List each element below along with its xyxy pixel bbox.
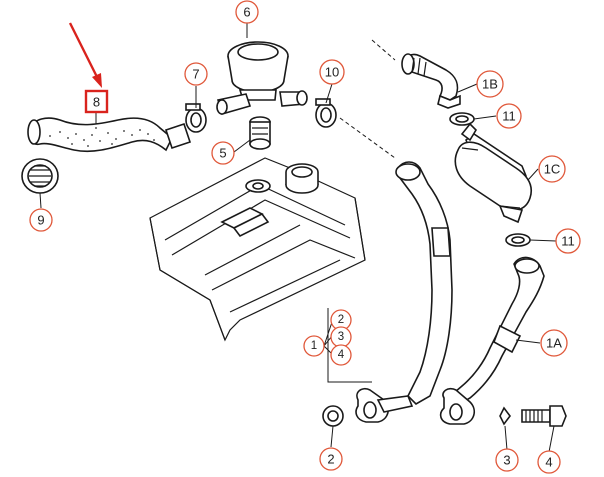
svg-text:4: 4 xyxy=(338,349,345,361)
hose-clamp-part-7 xyxy=(185,103,207,133)
seal-ring-part-2 xyxy=(322,405,344,427)
callout-11-lower: 11 xyxy=(555,228,581,254)
svg-text:3: 3 xyxy=(503,453,510,468)
svg-text:4: 4 xyxy=(545,455,552,470)
svg-text:9: 9 xyxy=(37,213,44,228)
svg-text:1B: 1B xyxy=(482,77,498,92)
callout-3: 3 xyxy=(495,448,519,472)
callout-1B: 1B xyxy=(476,70,504,98)
callout-group-4: 4 xyxy=(330,344,352,366)
breather-hose-part-8 xyxy=(27,117,192,153)
svg-text:11: 11 xyxy=(561,234,575,249)
pcv-valve-part-6 xyxy=(216,41,308,115)
svg-text:5: 5 xyxy=(219,146,226,161)
callout-1: 1 xyxy=(303,335,325,357)
callout-9: 9 xyxy=(29,208,53,232)
callout-group-3: 3 xyxy=(330,326,352,348)
leader-lines xyxy=(39,23,557,453)
callout-1C: 1C xyxy=(538,155,566,183)
highlighted-callout-8: 8 xyxy=(84,89,109,114)
svg-text:2: 2 xyxy=(338,314,344,326)
callout-11-upper: 11 xyxy=(496,103,522,129)
vent-pipe xyxy=(355,161,453,423)
hose-part-1B xyxy=(401,53,461,109)
callout-6: 6 xyxy=(235,0,259,24)
callout-2: 2 xyxy=(319,447,343,471)
check-valve-part-1C xyxy=(454,122,532,224)
svg-text:1C: 1C xyxy=(544,162,561,177)
svg-text:10: 10 xyxy=(325,65,339,80)
bolt-part-4 xyxy=(521,405,567,427)
svg-text:1: 1 xyxy=(311,340,317,352)
callout-7: 7 xyxy=(184,62,208,86)
hose-part-1A xyxy=(439,256,545,425)
washer-part-3 xyxy=(499,406,511,426)
clamp-part-11-upper xyxy=(449,112,475,126)
svg-text:8: 8 xyxy=(93,95,100,110)
callout-4: 4 xyxy=(537,450,561,474)
grommet-part-5 xyxy=(245,116,271,193)
svg-text:6: 6 xyxy=(243,5,250,20)
hose-clamp-part-10 xyxy=(315,98,337,128)
red-pointer-arrow xyxy=(68,22,102,88)
svg-text:7: 7 xyxy=(192,67,199,82)
svg-text:11: 11 xyxy=(502,109,516,124)
clamp-part-11-lower xyxy=(505,233,531,247)
grommet-part-9 xyxy=(21,158,59,194)
svg-text:1A: 1A xyxy=(546,336,562,351)
svg-text:3: 3 xyxy=(338,331,344,343)
svg-text:2: 2 xyxy=(327,452,334,467)
callout-5: 5 xyxy=(211,141,235,165)
callout-10: 10 xyxy=(319,59,345,85)
callout-1A: 1A xyxy=(540,329,568,357)
valve-cover xyxy=(149,157,366,342)
